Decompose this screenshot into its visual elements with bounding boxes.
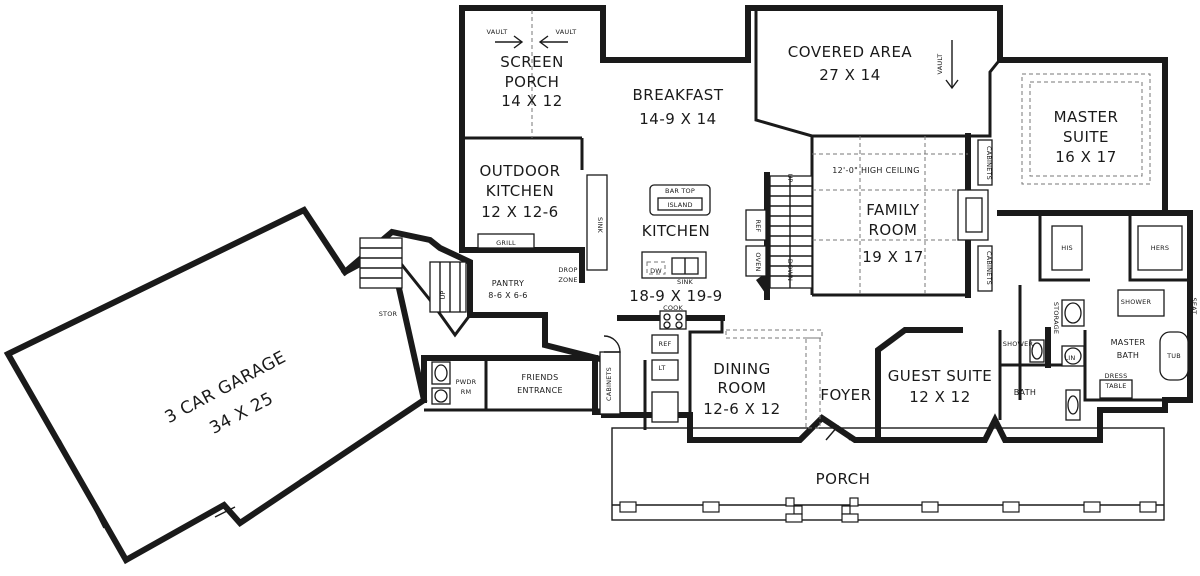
pantry-dims: 8-6 X 6-6 xyxy=(488,291,527,300)
ref-label-kitchen: REF xyxy=(754,220,762,233)
vault-label-right: VAULT xyxy=(556,28,577,36)
tub-label: TUB xyxy=(1166,352,1181,360)
small-labels: VAULT VAULT VAULT 12'-0" HIGH CEILING CA… xyxy=(379,28,1198,401)
storage-label: STORAGE xyxy=(1052,302,1060,334)
covered-area-dims: 27 X 14 xyxy=(819,66,881,84)
screen-porch-label-2: PORCH xyxy=(505,73,560,91)
seat-label: SEAT xyxy=(1190,298,1198,315)
pwdr-label: PWDR xyxy=(456,378,477,386)
foyer-label: FOYER xyxy=(820,386,871,404)
family-room-dims: 19 X 17 xyxy=(862,248,924,266)
dress-label: DRESS xyxy=(1105,372,1128,380)
kitchen-fixtures xyxy=(477,139,993,423)
up-label-garage: UP xyxy=(439,290,447,299)
grill-label: GRILL xyxy=(496,239,516,247)
hers-label: HERS xyxy=(1151,244,1169,252)
up-label-main: UP xyxy=(786,173,794,182)
shower-label-master: SHOWER xyxy=(1121,298,1152,306)
screen-porch-dims: 14 X 12 xyxy=(501,92,563,110)
garage-staircase xyxy=(359,237,467,313)
guest-suite-label: GUEST SUITE xyxy=(888,367,993,385)
island-label: ISLAND xyxy=(667,201,692,209)
down-label: DOWN xyxy=(786,259,794,281)
bath-label: BATH xyxy=(1014,388,1036,397)
dw-label: DW xyxy=(650,267,662,275)
dining-room-label-2: ROOM xyxy=(718,379,767,397)
master-suite-dims: 16 X 17 xyxy=(1055,148,1117,166)
master-bath-label-1: MASTER xyxy=(1111,338,1146,347)
porch-label: PORCH xyxy=(816,470,871,488)
dining-foyer-details xyxy=(603,329,851,441)
family-room-label-1: FAMILY xyxy=(866,201,920,219)
sink-label-outdoor: SINK xyxy=(596,217,604,234)
vault-label-covered: VAULT xyxy=(936,54,944,75)
friends-entrance-label-1: FRIENDS xyxy=(522,373,559,382)
lin-label: LIN xyxy=(1064,354,1075,362)
master-suite-label-2: SUITE xyxy=(1063,128,1109,146)
covered-area-label: COVERED AREA xyxy=(788,43,913,61)
master-bath-label-2: BATH xyxy=(1117,351,1139,360)
outdoor-kitchen-dims: 12 X 12-6 xyxy=(481,203,558,221)
bar-top-label: BAR TOP xyxy=(665,187,695,195)
main-staircase xyxy=(756,172,813,300)
shower-label-guest: SHOWER xyxy=(1003,340,1034,348)
front-porch xyxy=(611,427,1165,523)
guest-suite-dims: 12 X 12 xyxy=(909,388,971,406)
cook-label: COOK xyxy=(663,304,683,312)
kitchen-dims: 18-9 X 19-9 xyxy=(629,287,722,305)
friends-entrance-label-2: ENTRANCE xyxy=(517,386,563,395)
table-label: TABLE xyxy=(1104,382,1126,390)
breakfast-label: BREAKFAST xyxy=(633,86,724,104)
high-ceiling-label: 12'-0" HIGH CEILING xyxy=(832,166,919,175)
vault-label-left: VAULT xyxy=(487,28,508,36)
drop-label: DROP xyxy=(558,266,577,274)
cabinets-label-dining: CABINETS xyxy=(605,367,613,401)
breakfast-dims: 14-9 X 14 xyxy=(639,110,716,128)
ref-label-dining: REF xyxy=(659,340,672,348)
master-suite-label-1: MASTER xyxy=(1054,108,1119,126)
dining-room-label-1: DINING xyxy=(713,360,770,378)
screen-porch-label-1: SCREEN xyxy=(500,53,564,71)
kitchen-label: KITCHEN xyxy=(642,222,711,240)
outdoor-kitchen-label-2: KITCHEN xyxy=(486,182,555,200)
zone-label: ZONE xyxy=(558,276,577,284)
cabinets-label-lower: CABINETS xyxy=(985,251,993,285)
lt-label: LT xyxy=(658,364,665,372)
covered-area-details xyxy=(495,10,1151,295)
stor-label: STOR xyxy=(379,310,398,318)
bath-fixtures xyxy=(431,225,1189,421)
dining-room-dims: 12-6 X 12 xyxy=(703,400,780,418)
oven-label: OVEN xyxy=(754,252,762,271)
cabinets-label-upper: CABINETS xyxy=(985,146,993,180)
sink-label-kitchen: SINK xyxy=(677,278,694,286)
outdoor-kitchen-label-1: OUTDOOR xyxy=(479,162,560,180)
pantry-label: PANTRY xyxy=(492,279,524,288)
rm-label: RM xyxy=(461,388,472,396)
his-label: HIS xyxy=(1061,244,1073,252)
family-room-label-2: ROOM xyxy=(869,221,918,239)
